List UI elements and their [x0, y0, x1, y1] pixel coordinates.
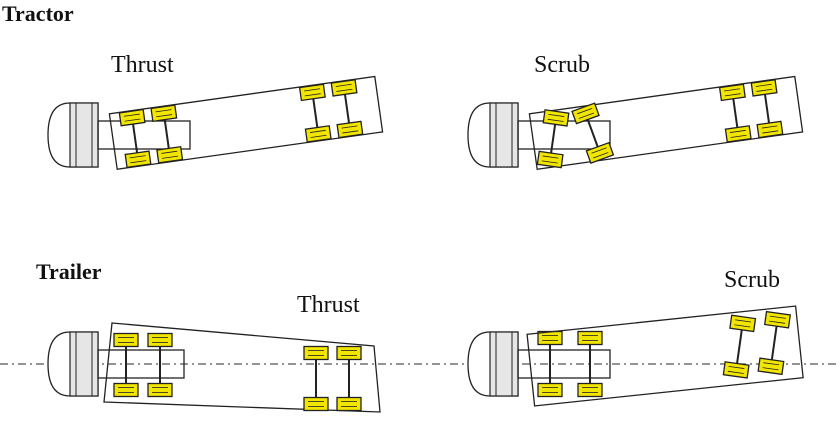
- trailer-body: [526, 305, 804, 407]
- diagram-label-trailer-scrub: Scrub: [724, 267, 780, 293]
- tractor-axle-1: [537, 330, 563, 398]
- section-label-trailer: Trailer: [36, 259, 102, 284]
- tire: [330, 79, 358, 97]
- cab-shape: [467, 102, 519, 168]
- rear-axle-1: [718, 83, 752, 143]
- tire: [124, 150, 152, 169]
- tire: [718, 83, 746, 102]
- cab-shape: [467, 331, 519, 397]
- cab-shape: [47, 331, 99, 397]
- tractor-axle-1: [113, 332, 139, 398]
- trailer-axle-2: [757, 310, 791, 376]
- front-axle-1: [536, 109, 570, 169]
- diagram-label-tractor-thrust: Thrust: [111, 52, 174, 78]
- tire: [336, 345, 362, 361]
- trailer-axle-2: [336, 345, 362, 412]
- tire: [336, 120, 364, 139]
- tire: [722, 361, 750, 379]
- tire: [724, 125, 752, 143]
- front-axle-2: [150, 104, 184, 164]
- rear-axle-2: [750, 79, 784, 139]
- tire: [729, 314, 757, 333]
- trailer-axle-1: [303, 345, 329, 412]
- tractor-frame: [517, 349, 611, 379]
- tire: [764, 310, 791, 329]
- tire: [304, 125, 332, 143]
- tire: [298, 83, 326, 102]
- tractor-scrub-diagram: [467, 75, 804, 170]
- tractor-frame: [97, 349, 185, 379]
- trailer-body: [103, 322, 381, 413]
- tire: [156, 146, 184, 164]
- rear-axle-1: [298, 83, 332, 143]
- trailer-scrub-diagram: [467, 305, 804, 407]
- tire: [336, 396, 362, 412]
- truck-body: [528, 75, 804, 170]
- front-axle-2: [571, 102, 615, 164]
- cab-shape: [47, 102, 99, 168]
- tire: [536, 150, 564, 169]
- tire: [150, 104, 178, 122]
- tire: [756, 120, 784, 139]
- diagram-label-tractor-scrub: Scrub: [534, 52, 590, 78]
- tractor-axle-2: [577, 330, 603, 398]
- tire: [757, 357, 785, 376]
- tire: [303, 345, 329, 361]
- tire: [750, 79, 778, 97]
- section-label-tractor: Tractor: [2, 1, 74, 26]
- truck-body: [108, 75, 384, 170]
- tire: [118, 108, 146, 127]
- tire: [303, 396, 329, 412]
- trailer-thrust-diagram: [47, 322, 381, 413]
- front-axle-1: [118, 108, 152, 169]
- tractor-thrust-diagram: [47, 75, 384, 170]
- diagram-label-trailer-thrust: Thrust: [297, 292, 360, 318]
- trailer-axle-1: [722, 314, 757, 379]
- rear-axle-2: [330, 79, 364, 139]
- tractor-axle-2: [147, 332, 173, 398]
- tire: [542, 109, 570, 127]
